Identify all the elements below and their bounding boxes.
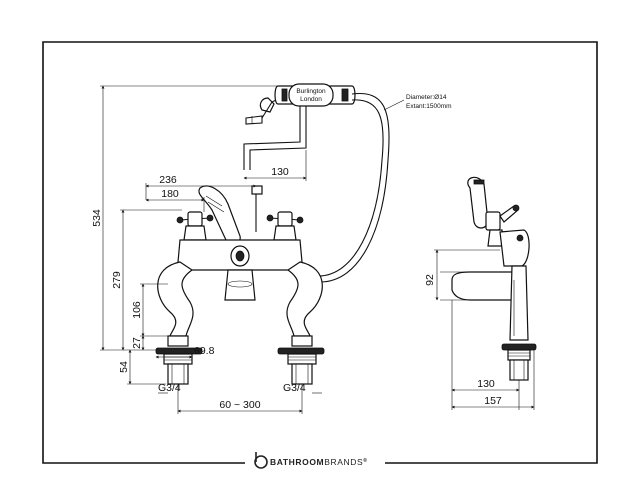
handset-label-bottom: London <box>300 96 322 103</box>
spout <box>224 269 256 301</box>
dim-130-top: 130 <box>271 166 289 178</box>
dim-106: 106 <box>131 301 143 319</box>
handset-grip <box>288 83 334 107</box>
dim-180: 180 <box>161 188 179 200</box>
dim-157: 157 <box>484 395 502 407</box>
dim-69-8: 69.8 <box>194 345 215 357</box>
left-cross-handle <box>176 211 214 241</box>
side-view: 92 130 157 <box>424 176 537 410</box>
side-spout <box>451 271 517 301</box>
thread-left: G3/4 <box>158 382 181 394</box>
handset-label-top: Burlington <box>296 88 326 95</box>
drawing-frame <box>42 41 598 464</box>
shower-hook <box>259 97 275 113</box>
dim-236: 236 <box>159 174 177 186</box>
dim-92: 92 <box>424 274 436 286</box>
dim-279: 279 <box>111 271 123 289</box>
right-cross-handle <box>266 211 304 241</box>
hose-diameter-note: Diameter:Ø14 <box>406 94 447 101</box>
hook-post <box>251 185 263 195</box>
side-lever <box>467 176 489 229</box>
dim-54: 54 <box>118 361 130 373</box>
right-leg <box>277 261 325 385</box>
brand-name: BATHROOMBRANDS® <box>270 457 368 467</box>
brand-mark-icon <box>254 455 268 469</box>
front-view: Burlington London <box>91 83 452 414</box>
shower-hose <box>308 92 390 283</box>
thread-right: G3/4 <box>283 382 306 394</box>
dim-60-300: 60 ~ 300 <box>219 399 260 411</box>
hose-extent-note: Extant:1500mm <box>406 103 452 110</box>
brand-logo: BATHROOMBRANDS® <box>254 452 368 469</box>
handset-head <box>245 115 263 125</box>
dim-130-side: 130 <box>477 378 495 390</box>
dim-534: 534 <box>91 209 103 227</box>
left-leg <box>155 261 203 385</box>
dim-27: 27 <box>131 337 143 349</box>
